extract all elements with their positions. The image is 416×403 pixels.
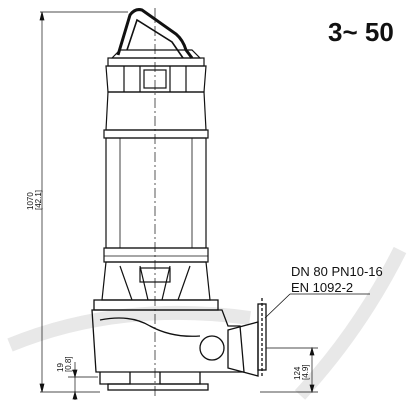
flange-spec-line1: DN 80 PN10-16 bbox=[291, 264, 383, 279]
height-dimension bbox=[39, 11, 128, 393]
flange-spec-line2: EN 1092-2 bbox=[291, 280, 353, 295]
height-in-label: [42.1] bbox=[34, 190, 43, 210]
height-mm-label: 1070 bbox=[26, 192, 35, 210]
pump-casing bbox=[91, 299, 245, 391]
base-in-label: [0.8] bbox=[64, 356, 73, 372]
motor-cap bbox=[105, 49, 207, 93]
outlet-dimension bbox=[260, 346, 318, 394]
base-dimension bbox=[68, 362, 98, 400]
flange-leader bbox=[264, 293, 291, 319]
seal-housing bbox=[101, 261, 211, 301]
outlet-in-label: [4.9] bbox=[301, 364, 310, 380]
power-label: 3~ 50 bbox=[328, 17, 394, 47]
outlet-flange bbox=[227, 298, 267, 378]
outlet-mm-label: 124 bbox=[293, 366, 302, 380]
motor-body bbox=[103, 91, 209, 263]
watermark-swoosh bbox=[7, 246, 407, 400]
base-mm-label: 19 bbox=[56, 363, 65, 372]
